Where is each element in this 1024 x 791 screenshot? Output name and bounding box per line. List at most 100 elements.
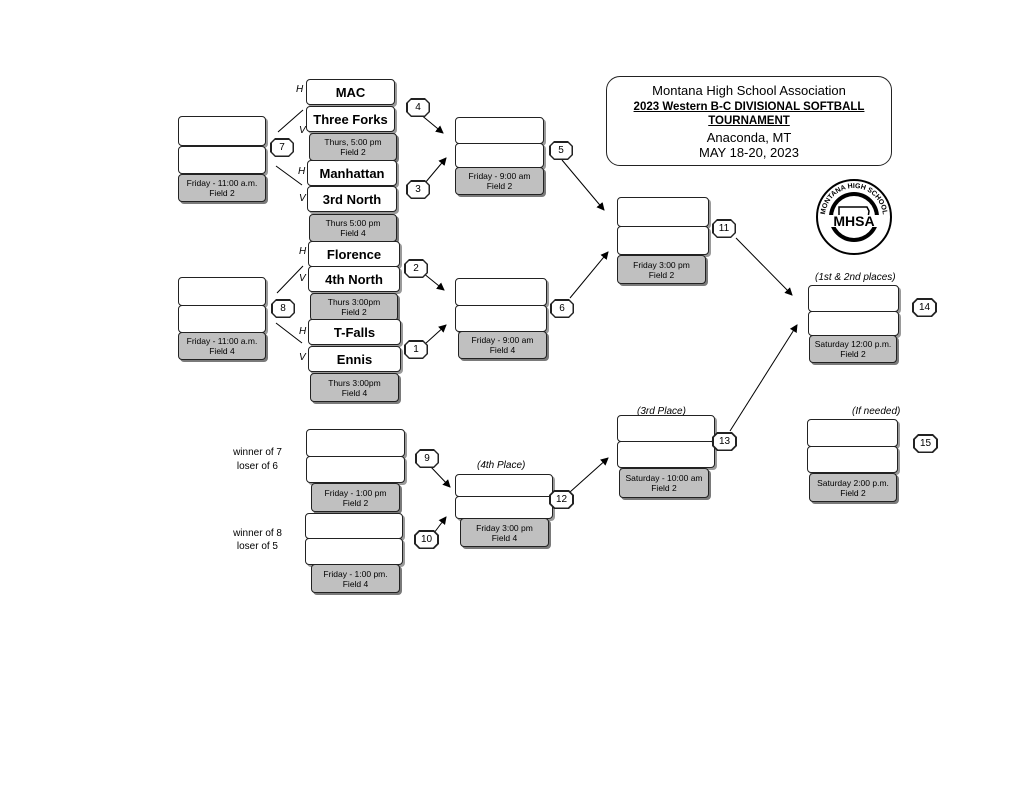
game-13-number: 13 (712, 432, 737, 451)
game-1-field: Field 4 (341, 387, 368, 398)
game-3-number-label: 3 (408, 182, 429, 198)
game-6-slot-top[interactable] (455, 278, 547, 306)
game-12-time: Friday 3:00 pm (476, 522, 533, 533)
game-1-number-label: 1 (406, 342, 427, 358)
game-11-field: Field 2 (648, 269, 675, 280)
game-15-time: Saturday 2:00 p.m. (817, 477, 889, 488)
game-10-time: Friday - 1:00 pm. (323, 568, 388, 579)
game-1-number: 1 (404, 340, 428, 359)
home-marker: H (298, 166, 306, 177)
game-4-time: Thurs, 5:00 pm (324, 137, 382, 147)
game-15-slot-top[interactable] (807, 419, 898, 447)
game-9-number-label: 9 (417, 451, 438, 467)
game-14-number: 14 (912, 298, 937, 317)
game-10-slot-top[interactable] (305, 513, 403, 539)
game-14-slot-top[interactable] (808, 285, 899, 312)
game-4-number: 4 (406, 98, 430, 117)
game-12-number-label: 12 (551, 492, 572, 508)
game-12-label: (4th Place) (477, 460, 526, 471)
game-15-field: Field 2 (840, 487, 866, 498)
game-13-field: Field 2 (651, 483, 677, 493)
game-15-number: 15 (913, 434, 938, 453)
team-slot-three-forks[interactable]: Three Forks (306, 106, 395, 132)
game-5-number-label: 5 (551, 143, 572, 159)
game-13-slot-bottom[interactable] (617, 441, 715, 468)
game-14-field: Field 2 (840, 349, 866, 359)
game-14-slot-bottom[interactable] (808, 311, 899, 336)
game-8-slot-top[interactable] (178, 277, 266, 306)
team-slot-ennis[interactable]: Ennis (308, 346, 401, 372)
visitor-marker: V (299, 193, 306, 204)
game-2-number: 2 (404, 259, 428, 278)
tournament-title-box: Montana High School Association 2023 Wes… (606, 76, 892, 166)
game-6-number-label: 6 (552, 301, 573, 317)
team-slot-3rd-north[interactable]: 3rd North (307, 186, 397, 212)
home-marker: H (299, 326, 307, 337)
visitor-marker: V (299, 125, 306, 136)
home-marker: H (296, 84, 304, 95)
game-9-source-1: winner of 7 (233, 447, 282, 458)
game-4-number-label: 4 (408, 100, 429, 116)
game-3-number: 3 (406, 180, 430, 199)
game-9-field: Field 2 (342, 497, 369, 508)
game-12-schedule: Friday 3:00 pm Field 4 (460, 518, 549, 547)
game-8-number: 8 (271, 299, 295, 318)
game-5-slot-top[interactable] (455, 117, 544, 144)
game-13-label: (3rd Place) (637, 406, 686, 417)
game-4-field: Field 2 (340, 147, 366, 157)
game-9-schedule: Friday - 1:00 pm Field 2 (311, 483, 400, 512)
game-11-slot-bottom[interactable] (617, 226, 709, 255)
game-10-source-1: winner of 8 (233, 528, 282, 539)
game-7-number: 7 (270, 138, 294, 157)
game-15-slot-bottom[interactable] (807, 446, 898, 473)
game-7-slot-top[interactable] (178, 116, 266, 146)
game-6-time: Friday - 9:00 am (471, 335, 534, 345)
game-9-number: 9 (415, 449, 439, 468)
game-6-field: Field 4 (489, 345, 516, 355)
game-11-time: Friday 3:00 pm (633, 259, 690, 270)
team-slot-mac[interactable]: MAC (306, 79, 395, 105)
game-15-number-label: 15 (915, 436, 936, 452)
game-11-slot-top[interactable] (617, 197, 709, 227)
team-slot-manhattan[interactable]: Manhattan (307, 160, 397, 186)
game-12-slot-top[interactable] (455, 474, 553, 497)
game-2-number-label: 2 (406, 261, 427, 277)
game-8-number-label: 8 (273, 301, 294, 317)
game-2-schedule: Thurs 3:00pm Field 2 (310, 293, 398, 321)
game-13-schedule: Saturday - 10:00 am Field 2 (619, 468, 709, 498)
game-12-slot-bottom[interactable] (455, 496, 553, 519)
game-7-schedule: Friday - 11:00 a.m. Field 2 (178, 174, 266, 202)
game-8-slot-bottom[interactable] (178, 305, 266, 333)
game-13-slot-top[interactable] (617, 415, 715, 442)
game-12-number: 12 (549, 490, 574, 509)
game-14-number-label: 14 (914, 300, 935, 316)
association-name: Montana High School Association (652, 83, 846, 98)
team-slot-florence[interactable]: Florence (308, 241, 400, 267)
game-11-number-label: 11 (714, 221, 735, 237)
game-9-slot-top[interactable] (306, 429, 405, 457)
game-3-schedule: Thurs 5:00 pm Field 4 (309, 214, 397, 242)
game-5-slot-bottom[interactable] (455, 143, 544, 168)
team-slot-4th-north[interactable]: 4th North (308, 266, 400, 292)
game-12-field: Field 4 (491, 532, 518, 543)
game-13-time: Saturday - 10:00 am (625, 473, 703, 483)
game-6-number: 6 (550, 299, 574, 318)
tournament-dates: MAY 18-20, 2023 (699, 145, 799, 160)
game-8-time: Friday - 11:00 a.m. (186, 336, 258, 346)
game-9-source-2: loser of 6 (236, 461, 278, 472)
game-13-number-label: 13 (714, 434, 735, 450)
game-5-number: 5 (549, 141, 573, 160)
game-6-slot-bottom[interactable] (455, 305, 547, 332)
team-slot-t-falls[interactable]: T-Falls (308, 319, 401, 345)
game-8-schedule: Friday - 11:00 a.m. Field 4 (178, 332, 266, 360)
tournament-name: 2023 Western B-C DIVISIONAL SOFTBALL TOU… (633, 101, 865, 127)
game-10-source-2: loser of 5 (236, 541, 278, 552)
visitor-marker: V (299, 273, 306, 284)
game-2-field: Field 2 (341, 307, 367, 317)
game-7-slot-bottom[interactable] (178, 146, 266, 174)
mhsa-logo: MHSA MONTANA HIGH SCHOOL ASSOCIATION (816, 179, 892, 255)
game-10-slot-bottom[interactable] (305, 538, 403, 565)
game-9-slot-bottom[interactable] (306, 456, 405, 483)
game-3-time: Thurs 5:00 pm (325, 218, 381, 228)
